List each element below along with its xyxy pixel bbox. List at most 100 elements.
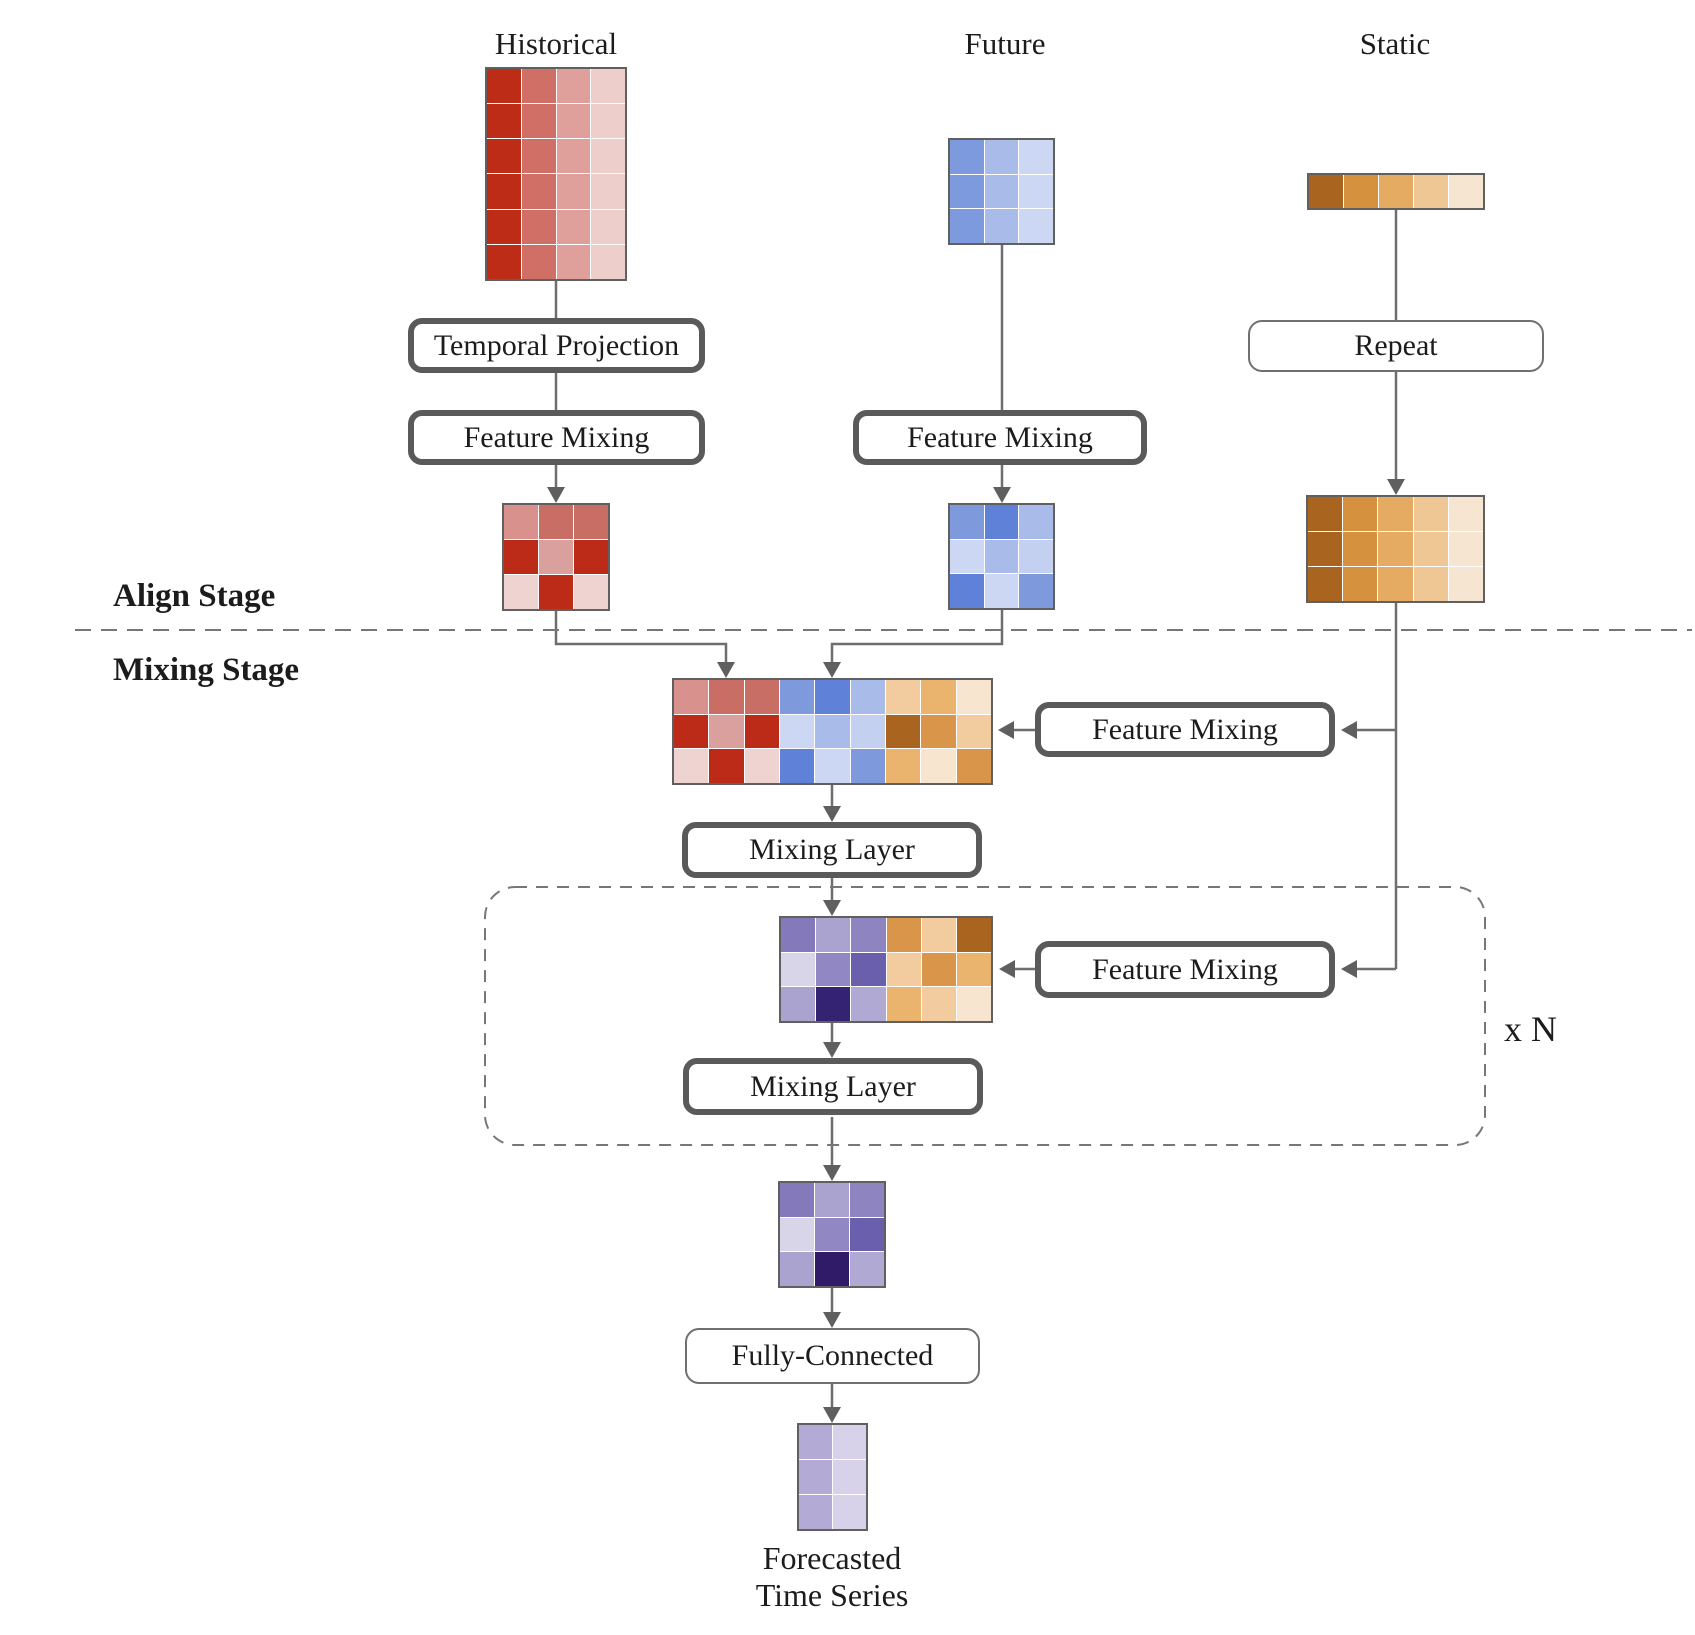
matrix-cell — [591, 244, 625, 279]
matrix-cell — [921, 952, 956, 987]
matrix-cell — [1343, 497, 1378, 531]
matrix-cell — [1019, 505, 1053, 539]
matrix-cell — [591, 104, 625, 139]
matrix-cell — [556, 244, 591, 279]
matrix-cell — [780, 1252, 814, 1286]
forecast-label-line2: Time Series — [755, 1577, 909, 1613]
matrix-cell — [1019, 209, 1053, 243]
matrix-cell — [779, 749, 815, 783]
matrix-cell — [487, 209, 521, 244]
matrix-cell — [850, 680, 885, 714]
repeat-count-label: x N — [1504, 1009, 1557, 1049]
matrix-cell — [850, 749, 885, 783]
matrix-cell — [984, 174, 1019, 209]
matrix-cell — [950, 574, 984, 608]
arrowhead-into-mixing-layer-loop — [823, 1042, 841, 1058]
matrix-cell — [815, 1183, 849, 1217]
forecast-label-line1: Forecasted — [762, 1540, 902, 1576]
align-stage-label: Align Stage — [113, 578, 276, 614]
matrix-cell — [921, 714, 956, 749]
matrix-cell — [780, 1183, 814, 1217]
matrix-cell — [1448, 532, 1483, 566]
matrix-cell — [799, 1460, 832, 1494]
arrowhead-into-feature-mixing-loop — [1341, 960, 1357, 978]
arrowhead-into-forecast — [823, 1407, 841, 1423]
matrix-cell — [487, 69, 521, 104]
matrix-cell — [950, 505, 984, 539]
matrix-cell — [521, 209, 556, 244]
matrix-cell — [1379, 175, 1413, 208]
matrix-cell — [816, 952, 851, 987]
historical-input-matrix — [485, 67, 627, 281]
line-historical-aligned-to-concat — [554, 611, 728, 663]
forecast-label: Forecasted Time Series — [756, 1540, 909, 1614]
matrix-cell — [674, 749, 709, 783]
matrix-cell — [1344, 175, 1378, 208]
matrix-cell — [816, 987, 851, 1021]
matrix-cell — [1019, 140, 1053, 174]
matrix-cell — [591, 139, 625, 174]
matrix-cell — [574, 505, 608, 539]
feature-mixing-loop-box: Feature Mixing — [1035, 941, 1335, 998]
matrix-cell — [850, 1217, 884, 1252]
matrix-cell — [539, 575, 573, 609]
temporal-projection-box: Temporal Projection — [408, 318, 705, 373]
matrix-cell — [574, 575, 608, 609]
matrix-cell — [815, 714, 850, 749]
matrix-cell — [781, 918, 816, 952]
matrix-cell — [1308, 532, 1343, 566]
matrix-cell — [674, 680, 709, 714]
matrix-cell — [950, 209, 984, 243]
matrix-cell — [744, 714, 779, 749]
matrix-cell — [556, 174, 591, 209]
arrowhead-into-feature-mixing-concat — [1341, 721, 1357, 739]
matrix-cell — [1449, 175, 1483, 208]
feature-mixing-historical-box: Feature Mixing — [408, 410, 705, 465]
matrix-cell — [950, 539, 984, 574]
feature-mixing-concat-box: Feature Mixing — [1035, 702, 1335, 757]
matrix-cell — [1308, 497, 1343, 531]
static-input-matrix — [1307, 173, 1485, 210]
matrix-cell — [487, 244, 521, 279]
matrix-cell — [744, 749, 779, 783]
matrix-cell — [921, 749, 956, 783]
arrowhead-into-fully-connected — [823, 1312, 841, 1328]
matrix-cell — [1019, 539, 1053, 574]
matrix-cell — [956, 749, 991, 783]
matrix-cell — [487, 174, 521, 209]
historical-aligned-matrix — [502, 503, 610, 611]
mixing-layer-loop-box: Mixing Layer — [683, 1058, 983, 1115]
arrowhead-future-into-concat — [823, 662, 841, 678]
matrix-cell — [709, 714, 744, 749]
matrix-cell — [781, 987, 816, 1021]
matrix-cell — [956, 987, 991, 1021]
arrowhead-historical-into-concat — [717, 662, 735, 678]
matrix-cell — [521, 104, 556, 139]
loop-block-matrix — [779, 916, 993, 1023]
future-column-header: Future — [964, 26, 1046, 61]
matrix-cell — [521, 244, 556, 279]
matrix-cell — [851, 987, 886, 1021]
matrix-cell — [709, 680, 744, 714]
matrix-cell — [833, 1495, 866, 1529]
matrix-cell — [504, 505, 538, 539]
matrix-cell — [1413, 532, 1448, 566]
matrix-cell — [709, 749, 744, 783]
arrowhead-into-loop-block-right — [999, 960, 1015, 978]
concatenated-matrix — [672, 678, 993, 785]
matrix-cell — [885, 680, 921, 714]
matrix-cell — [833, 1460, 866, 1494]
arrowhead-into-concat-right — [998, 721, 1014, 739]
matrix-cell — [984, 209, 1019, 243]
matrix-cell — [799, 1425, 832, 1459]
matrix-cell — [885, 714, 921, 749]
matrix-cell — [1019, 574, 1053, 608]
matrix-cell — [504, 540, 538, 574]
matrix-cell — [1019, 174, 1053, 209]
matrix-cell — [799, 1495, 832, 1529]
matrix-cell — [556, 209, 591, 244]
matrix-cell — [521, 139, 556, 174]
matrix-cell — [850, 1252, 884, 1286]
